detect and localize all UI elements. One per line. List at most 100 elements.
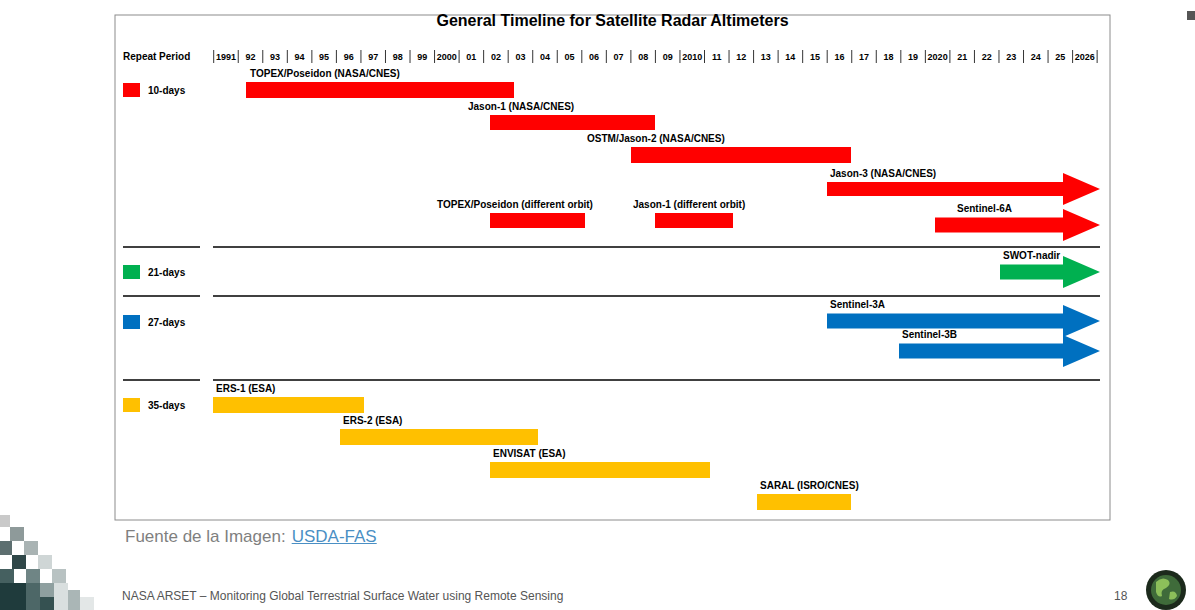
- page-number: 18: [1114, 590, 1127, 604]
- bar-shape: [340, 429, 538, 445]
- repeat-period: 35-days: [148, 400, 185, 411]
- year-label: 22: [974, 51, 999, 63]
- year-label: 07: [606, 51, 631, 63]
- legend-entry: 35-days: [123, 398, 185, 412]
- year-label: 19: [901, 51, 926, 63]
- mission-label: ERS-2 (ESA): [343, 415, 402, 427]
- year-label: 94: [287, 51, 312, 63]
- year-label: 96: [336, 51, 361, 63]
- mission-bar: ERS-2 (ESA): [340, 429, 538, 445]
- bar-shape: [213, 397, 364, 413]
- year-label: 16: [827, 51, 852, 63]
- bar-shape: [757, 494, 851, 510]
- mission-label: OSTM/Jason-2 (NASA/CNES): [587, 133, 725, 145]
- chart-title: General Timeline for Satellite Radar Alt…: [0, 12, 1195, 30]
- year-label: 97: [361, 51, 386, 63]
- pixel-mosaic: [0, 515, 94, 610]
- bar-shape: [490, 213, 585, 228]
- year-dividers: [214, 50, 1097, 63]
- bar-fill: [213, 397, 364, 413]
- legend-swatch: [123, 398, 140, 412]
- mission-bar: ERS-1 (ESA): [213, 397, 364, 413]
- repeat-period: 21-days: [148, 267, 185, 278]
- bar-fill: [757, 494, 851, 510]
- year-label: 13: [754, 51, 779, 63]
- year-label: 98: [385, 51, 410, 63]
- row-separators: [123, 247, 1100, 380]
- bar-shape: [490, 115, 655, 130]
- bar-shape: [631, 147, 851, 163]
- mission-bar: Jason-1 (different orbit): [655, 213, 733, 228]
- mission-label: Sentinel-6A: [957, 203, 1012, 215]
- legend-swatch: [123, 315, 140, 329]
- image-source: Fuente de la Imagen: USDA-FAS: [125, 527, 377, 547]
- mission-arrow-bar: Sentinel-6A: [935, 209, 1100, 241]
- year-label: 08: [631, 51, 656, 63]
- year-label: 01: [459, 51, 484, 63]
- year-label: 23: [999, 51, 1024, 63]
- bar-fill: [246, 82, 514, 98]
- frame-border: [115, 15, 1110, 520]
- bar-fill: [490, 115, 655, 130]
- column-header: Repeat Period: [123, 51, 190, 63]
- year-label: 21: [950, 51, 975, 63]
- mission-label: TOPEX/Poseidon (different orbit): [437, 199, 593, 211]
- mission-bar: Jason-1 (NASA/CNES): [490, 115, 655, 130]
- bar-fill: [490, 462, 710, 478]
- mission-bar: ENVISAT (ESA): [490, 462, 710, 478]
- legend-entry: 21-days: [123, 265, 185, 279]
- corner-mark: [1187, 11, 1195, 20]
- mission-label: TOPEX/Poseidon (NASA/CNES): [250, 68, 400, 80]
- year-label: 11: [705, 51, 730, 63]
- year-label: 2020: [925, 51, 950, 63]
- legend-swatch: [123, 265, 140, 279]
- bar-fill: [631, 147, 851, 163]
- year-label: 14: [778, 51, 803, 63]
- legend-swatch: [123, 83, 140, 97]
- year-label: 95: [312, 51, 337, 63]
- mission-bar: SARAL (ISRO/CNES): [757, 494, 851, 510]
- bar-fill: [340, 429, 538, 445]
- bar-shape: [655, 213, 733, 228]
- mission-arrow-bar: Sentinel-3B: [899, 335, 1100, 367]
- legend-entry: 10-days: [123, 83, 185, 97]
- bar-shape: [490, 462, 710, 478]
- mission-label: ENVISAT (ESA): [493, 448, 566, 460]
- mission-arrow-bar: SWOT-nadir: [1000, 256, 1100, 288]
- year-label: 15: [803, 51, 828, 63]
- bar-shape: [246, 82, 514, 98]
- year-label: 02: [484, 51, 509, 63]
- mission-label: Sentinel-3A: [830, 299, 885, 311]
- mission-label: Sentinel-3B: [902, 329, 957, 341]
- year-label: 24: [1024, 51, 1049, 63]
- mission-arrow-bar: Sentinel-3A: [827, 305, 1100, 337]
- year-label: 93: [263, 51, 288, 63]
- year-label: 25: [1048, 51, 1073, 63]
- mission-bar: OSTM/Jason-2 (NASA/CNES): [631, 147, 851, 163]
- year-label: 03: [508, 51, 533, 63]
- mission-label: ERS-1 (ESA): [216, 383, 275, 395]
- year-label: 04: [533, 51, 558, 63]
- year-label: 99: [410, 51, 435, 63]
- year-label: 1991: [214, 51, 239, 63]
- year-label: 17: [852, 51, 877, 63]
- year-label: 12: [729, 51, 754, 63]
- year-label: 92: [238, 51, 263, 63]
- source-link: USDA-FAS: [292, 527, 377, 547]
- year-label: 2000: [435, 51, 460, 63]
- year-label: 2026: [1073, 51, 1098, 63]
- source-caption: Fuente de la Imagen:: [125, 527, 286, 547]
- year-label: 06: [582, 51, 607, 63]
- mission-label: Jason-1 (NASA/CNES): [468, 101, 574, 113]
- year-label: 18: [876, 51, 901, 63]
- legend-entry: 27-days: [123, 315, 185, 329]
- mission-label: SWOT-nadir: [1003, 250, 1060, 262]
- year-label: 05: [557, 51, 582, 63]
- repeat-period: 10-days: [148, 85, 185, 96]
- year-label: 2010: [680, 51, 705, 63]
- mission-label: Jason-3 (NASA/CNES): [830, 168, 936, 180]
- year-label: 09: [655, 51, 680, 63]
- mission-label: SARAL (ISRO/CNES): [760, 480, 859, 492]
- bar-fill: [490, 213, 585, 228]
- mission-arrow-bar: Jason-3 (NASA/CNES): [827, 173, 1100, 205]
